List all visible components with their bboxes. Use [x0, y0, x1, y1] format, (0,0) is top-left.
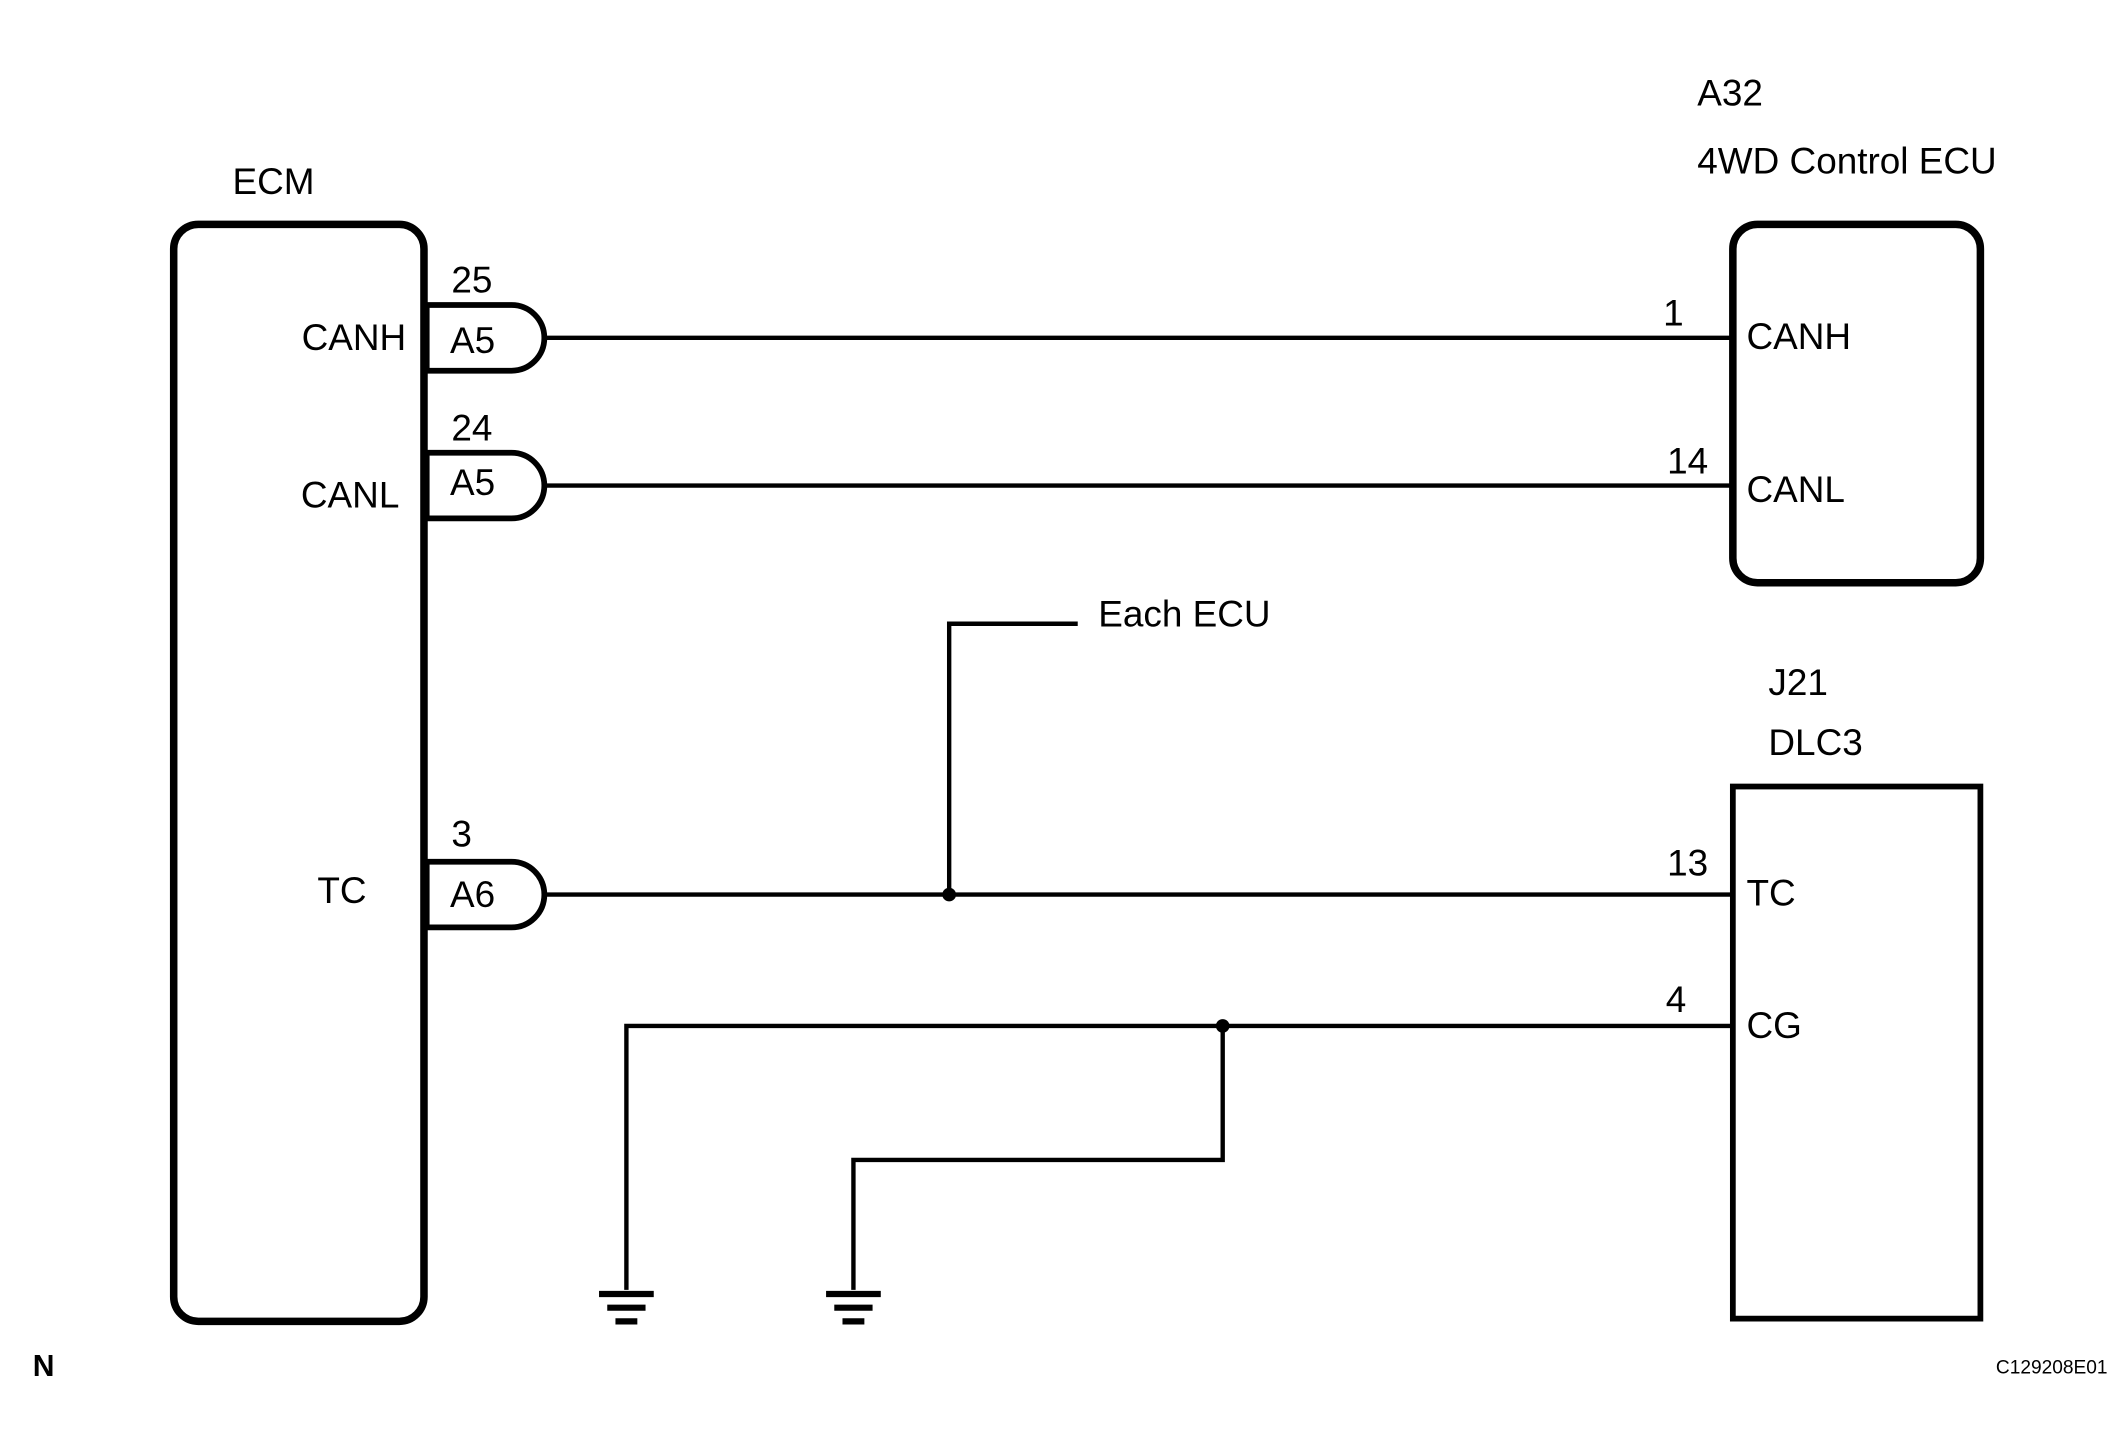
each-ecu-label: Each ECU [1098, 593, 1270, 634]
connector-a5-canl [423, 449, 548, 522]
connector-code-a5-canh: A5 [450, 320, 495, 361]
ecm-pin-tc: TC [317, 870, 366, 911]
dlc3-box [1729, 783, 1984, 1322]
connector-code-a6-tc: A6 [450, 874, 495, 915]
splice-dot-tc [942, 887, 957, 902]
dlc3-pin-tc: TC [1747, 873, 1796, 914]
wire-cg-branch [851, 1025, 1225, 1290]
awd-ecu-pin-number-canl: 14 [1667, 440, 1708, 481]
awd-ecu-title: 4WD Control ECU [1697, 141, 1996, 182]
connector-a6-tc [423, 858, 548, 931]
dlc3-pin-number-tc: 13 [1667, 842, 1708, 883]
ground-symbol-1-icon [599, 1290, 654, 1325]
wire-each-ecu-branch [946, 621, 1078, 895]
dlc3-pin-cg: CG [1747, 1005, 1802, 1046]
connector-pin-3: 3 [451, 814, 472, 855]
ecm-title: ECM [233, 161, 315, 202]
connector-a5-canh [423, 302, 548, 374]
splice-dot-cg [1215, 1019, 1230, 1033]
dlc3-pin-number-cg: 4 [1666, 979, 1687, 1020]
ecm-box [169, 220, 428, 1326]
connector-pin-24: 24 [451, 407, 492, 448]
connector-code-a5-canl: A5 [450, 462, 495, 503]
corner-mark-n: N [33, 1350, 55, 1383]
ground-symbol-2-icon [826, 1290, 881, 1325]
connector-pin-25: 25 [451, 260, 492, 301]
figure-code: C129208E01 [1996, 1357, 2108, 1378]
dlc3-title: DLC3 [1768, 722, 1862, 763]
ecm-pin-canh: CANH [302, 317, 407, 358]
ecm-pin-canl: CANL [301, 474, 399, 515]
awd-ecu-pin-canl: CANL [1747, 469, 1845, 510]
awd-ecu-box [1729, 220, 1985, 587]
dlc3-code: J21 [1768, 662, 1828, 703]
wire-cg [624, 1023, 1733, 1290]
awd-ecu-pin-canh: CANH [1747, 316, 1852, 357]
awd-ecu-pin-number-canh: 1 [1663, 293, 1684, 334]
awd-ecu-code: A32 [1697, 72, 1763, 113]
